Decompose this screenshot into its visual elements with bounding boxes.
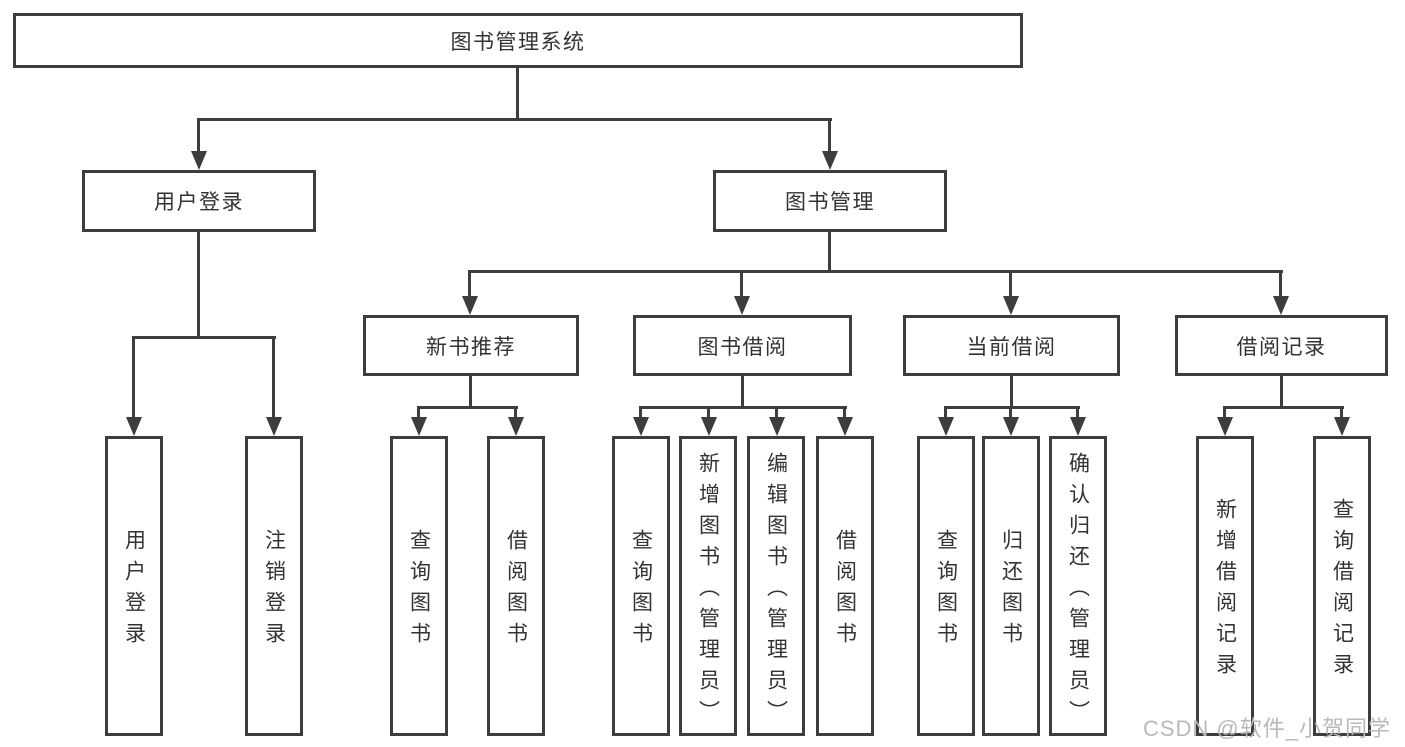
- arrowhead-bb-edit: [769, 417, 785, 436]
- leaf-bb-add-books-admin-label: 新增图书（管理员）: [696, 451, 720, 731]
- leaf-nb-borrow-books-label: 借阅图书: [504, 529, 528, 653]
- connector-book-borrow-drop: [740, 270, 743, 297]
- arrowhead-user-login: [191, 151, 207, 170]
- node-book-management-label: 图书管理: [785, 191, 875, 214]
- connector-bb-edit-drop: [775, 406, 778, 418]
- connector-leaf-logout-drop: [272, 336, 275, 417]
- node-root-library-system: 图书管理系统: [13, 13, 1023, 68]
- connector-cb-return-drop: [1009, 406, 1012, 418]
- connector-leaf-login-drop: [132, 336, 135, 417]
- arrowhead-current-borrow: [1003, 296, 1019, 315]
- leaf-bb-add-books-admin: 新增图书（管理员）: [679, 436, 737, 736]
- connector-cb-query-drop: [944, 406, 947, 418]
- connector-new-book-drop: [468, 270, 471, 297]
- connector-root-rail: [197, 118, 832, 121]
- connector-book-mgmt-stem: [828, 232, 831, 270]
- leaf-bb-query-books-label: 查询图书: [629, 529, 653, 653]
- leaf-br-add-record-label: 新增借阅记录: [1213, 498, 1237, 684]
- connector-book-mgmt-rail: [469, 270, 1283, 273]
- node-book-management: 图书管理: [713, 170, 947, 232]
- leaf-bb-borrow-books: 借阅图书: [816, 436, 874, 736]
- connector-br-query-drop: [1340, 406, 1343, 418]
- arrowhead-leaf-login: [126, 417, 142, 436]
- arrowhead-bb-borrow: [837, 417, 853, 436]
- connector-current-borrow-drop: [1009, 270, 1012, 297]
- arrowhead-new-book: [462, 296, 478, 315]
- node-new-book-recommend-label: 新书推荐: [426, 335, 516, 359]
- leaf-bb-edit-books-admin: 编辑图书（管理员）: [747, 436, 805, 736]
- leaf-bb-query-books: 查询图书: [612, 436, 670, 736]
- arrowhead-bb-add: [701, 417, 717, 436]
- arrowhead-br-query: [1334, 417, 1350, 436]
- arrowhead-nb-query: [411, 417, 427, 436]
- leaf-nb-query-books: 查询图书: [390, 436, 448, 736]
- connector-new-book-stem: [469, 376, 472, 406]
- leaf-cb-confirm-return-admin-label: 确认归还（管理员）: [1066, 451, 1090, 731]
- arrowhead-book-mgmt: [822, 151, 838, 170]
- connector-borrow-record-rail: [1223, 406, 1344, 409]
- connector-current-borrow-stem: [1010, 376, 1013, 406]
- leaf-bb-edit-books-admin-label: 编辑图书（管理员）: [764, 451, 788, 731]
- arrowhead-cb-return: [1003, 417, 1019, 436]
- leaf-logout-login: 注销登录: [245, 436, 303, 736]
- connector-user-login-rail: [133, 336, 276, 339]
- arrowhead-leaf-logout: [266, 417, 282, 436]
- leaf-user-login-label: 用户登录: [122, 529, 146, 653]
- leaf-cb-return-books-label: 归还图书: [999, 529, 1023, 653]
- connector-nb-query-drop: [417, 406, 420, 418]
- leaf-cb-query-books-label: 查询图书: [934, 529, 958, 653]
- node-user-login: 用户登录: [82, 170, 316, 232]
- connector-bb-borrow-drop: [843, 406, 846, 418]
- node-user-login-label: 用户登录: [154, 191, 244, 214]
- connector-bb-query-drop: [639, 406, 642, 418]
- arrowhead-bb-query: [633, 417, 649, 436]
- arrowhead-book-borrow: [734, 296, 750, 315]
- leaf-br-query-record-label: 查询借阅记录: [1330, 498, 1354, 684]
- leaf-br-query-record: 查询借阅记录: [1313, 436, 1371, 736]
- connector-user-login-stem: [197, 232, 200, 336]
- leaf-cb-return-books: 归还图书: [982, 436, 1040, 736]
- node-current-borrow-label: 当前借阅: [966, 335, 1057, 359]
- connector-user-login-drop: [197, 118, 200, 151]
- node-root-label: 图书管理系统: [450, 30, 586, 54]
- connector-borrow-record-stem: [1280, 376, 1283, 406]
- leaf-nb-query-books-label: 查询图书: [407, 529, 431, 653]
- connector-book-borrow-stem: [741, 376, 744, 406]
- connector-book-borrow-rail: [639, 406, 847, 409]
- leaf-nb-borrow-books: 借阅图书: [487, 436, 545, 736]
- arrowhead-cb-confirm: [1070, 417, 1086, 436]
- node-current-borrow: 当前借阅: [903, 315, 1120, 376]
- leaf-cb-query-books: 查询图书: [917, 436, 975, 736]
- node-borrow-record: 借阅记录: [1175, 315, 1388, 376]
- leaf-br-add-record: 新增借阅记录: [1196, 436, 1254, 736]
- arrowhead-nb-borrow: [508, 417, 524, 436]
- connector-cb-confirm-drop: [1076, 406, 1079, 418]
- node-new-book-recommend: 新书推荐: [363, 315, 579, 376]
- leaf-bb-borrow-books-label: 借阅图书: [833, 529, 857, 653]
- connector-bb-add-drop: [707, 406, 710, 418]
- arrowhead-cb-query: [938, 417, 954, 436]
- csdn-watermark: CSDN @软件_小贺同学: [1142, 716, 1391, 741]
- connector-br-add-drop: [1223, 406, 1226, 418]
- connector-new-book-rail: [417, 406, 518, 409]
- connector-book-mgmt-drop: [828, 118, 831, 151]
- connector-borrow-record-drop: [1279, 270, 1282, 297]
- leaf-logout-login-label: 注销登录: [262, 529, 286, 653]
- connector-nb-borrow-drop: [514, 406, 517, 418]
- arrowhead-br-add: [1217, 417, 1233, 436]
- connector-current-borrow-rail: [944, 406, 1080, 409]
- node-book-borrow-label: 图书借阅: [697, 335, 788, 359]
- connector-root-stem: [516, 68, 519, 118]
- node-borrow-record-label: 借阅记录: [1236, 335, 1327, 359]
- leaf-user-login: 用户登录: [105, 436, 163, 736]
- node-book-borrow: 图书借阅: [633, 315, 852, 376]
- arrowhead-borrow-record: [1273, 296, 1289, 315]
- leaf-cb-confirm-return-admin: 确认归还（管理员）: [1049, 436, 1107, 736]
